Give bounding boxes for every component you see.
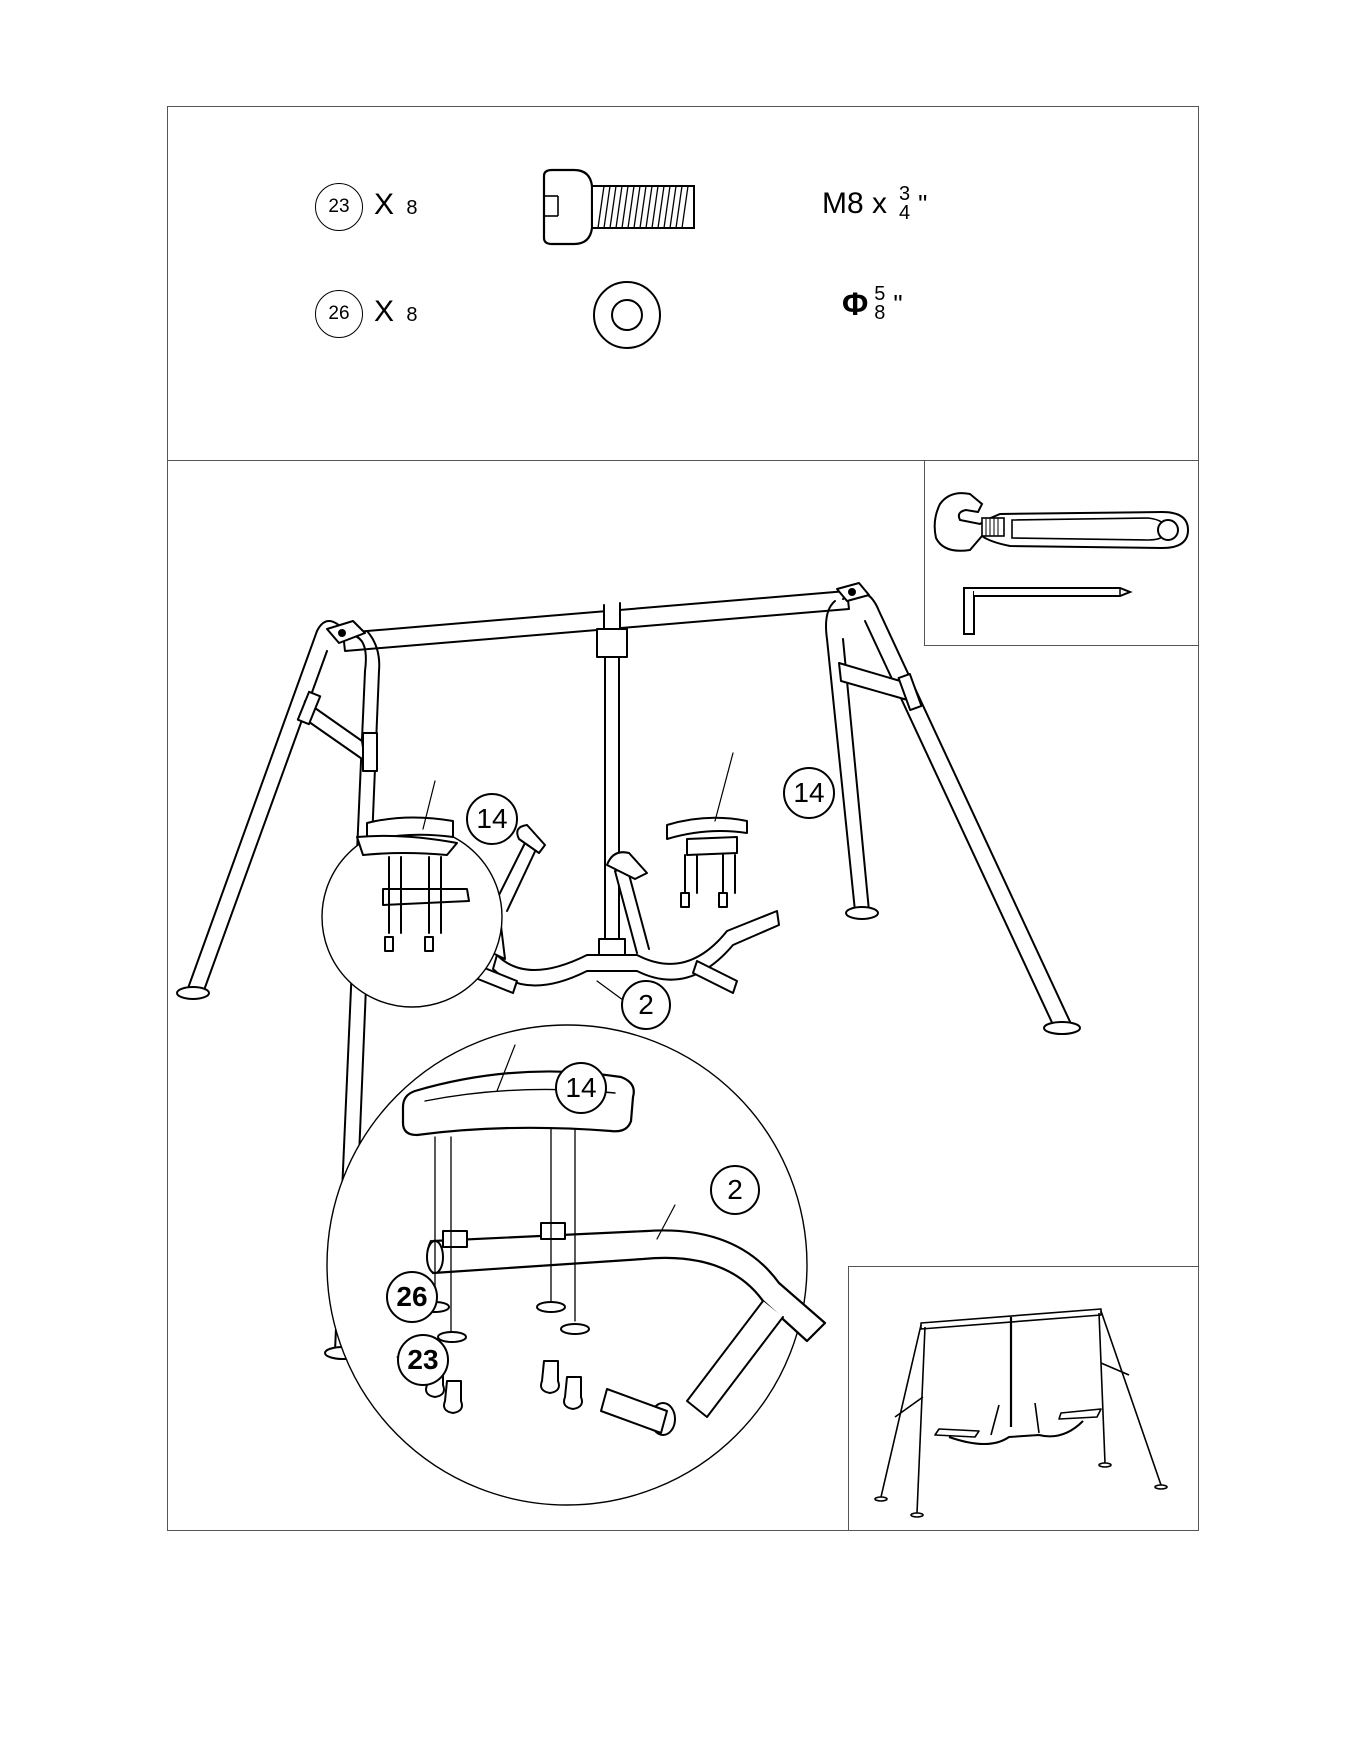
bolt-icon xyxy=(540,166,700,248)
bolt-spec: M8 x 3 4 " xyxy=(822,185,927,223)
washer-icon xyxy=(590,278,664,352)
spec-fraction: 3 4 xyxy=(899,185,910,223)
callout-zoom-seat: 14 xyxy=(555,1062,607,1114)
part-number-badge: 26 xyxy=(315,290,363,338)
quantity-prefix: X xyxy=(374,295,394,328)
callout-label: 23 xyxy=(407,1344,438,1376)
quantity-prefix: X xyxy=(374,188,394,221)
callout-zoom-washer: 26 xyxy=(386,1271,438,1323)
part-number: 26 xyxy=(328,303,349,325)
spec-text: Φ xyxy=(842,286,868,323)
spec-unit: " xyxy=(893,289,902,320)
callout-label: 14 xyxy=(476,803,507,835)
fraction-denominator: 4 xyxy=(899,204,910,223)
completed-swing-icon xyxy=(849,1267,1198,1530)
washer-spec: Φ 5 8 " xyxy=(842,285,903,323)
callout-label: 14 xyxy=(565,1072,596,1104)
callout-label: 2 xyxy=(638,989,654,1021)
spec-text: M8 x xyxy=(822,187,887,221)
callout-zoom-bolt: 23 xyxy=(397,1334,449,1386)
spec-unit: " xyxy=(918,189,927,220)
spec-fraction: 5 8 xyxy=(874,285,885,323)
quantity-label: X 8 xyxy=(374,188,417,222)
callout-zoom-bar: 2 xyxy=(710,1165,760,1215)
callout-label: 14 xyxy=(793,777,824,809)
callout-seat-left: 14 xyxy=(466,793,518,845)
part-number: 23 xyxy=(328,196,349,218)
callout-label: 2 xyxy=(727,1174,743,1206)
part-number-badge: 23 xyxy=(315,183,363,231)
callout-seesaw-bar: 2 xyxy=(621,980,671,1030)
callout-seat-right: 14 xyxy=(783,767,835,819)
callout-label: 26 xyxy=(396,1281,427,1313)
quantity-value: 8 xyxy=(406,197,417,219)
fraction-denominator: 8 xyxy=(874,304,885,323)
quantity-value: 8 xyxy=(406,304,417,326)
quantity-label: X 8 xyxy=(374,295,417,329)
